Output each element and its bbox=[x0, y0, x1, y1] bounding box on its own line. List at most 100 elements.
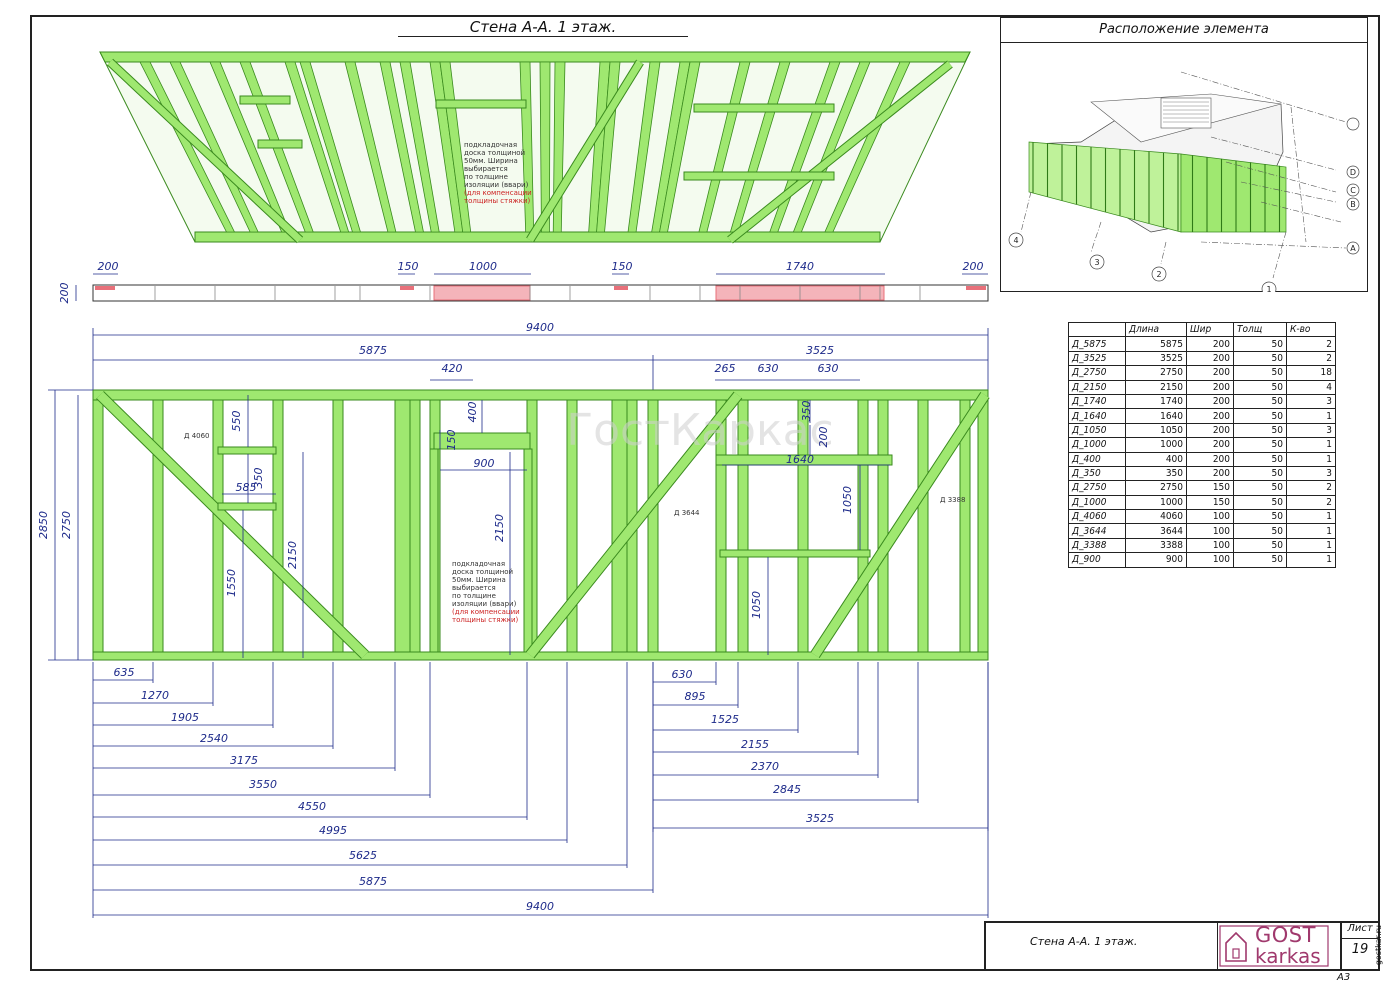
loc-grid-a: A bbox=[1350, 244, 1356, 253]
site-url: gostkar.ru bbox=[1374, 925, 1383, 966]
spec-cell: Д_1740 bbox=[1068, 393, 1126, 410]
bl-dim-3175: 3175 bbox=[230, 754, 258, 767]
stud bbox=[917, 399, 929, 653]
spec-cell: 50 bbox=[1233, 494, 1287, 511]
note-elev-l4: выбирается bbox=[452, 584, 496, 592]
loc-grid-1: 1 bbox=[1266, 285, 1271, 292]
plan-dim-200b: 200 bbox=[963, 260, 984, 273]
spec-cell: 50 bbox=[1233, 451, 1287, 467]
br-dim-3525: 3525 bbox=[806, 812, 834, 825]
stud bbox=[272, 399, 284, 653]
spec-cell: 100 bbox=[1186, 523, 1234, 539]
plan-dim-150a: 150 bbox=[398, 260, 419, 273]
stud bbox=[394, 399, 412, 653]
spec-cell: 200 bbox=[1186, 379, 1234, 395]
spec-cell: 2150 bbox=[1125, 379, 1187, 395]
loc-grid-3: 3 bbox=[1094, 258, 1099, 267]
spec-cell: 200 bbox=[1186, 336, 1234, 352]
br-dim-1525: 1525 bbox=[711, 713, 739, 726]
note-elev-l1: подкладочная bbox=[452, 560, 505, 568]
spec-cell: 1 bbox=[1286, 552, 1336, 568]
spec-cell: 1050 bbox=[1125, 422, 1187, 439]
stud-3d bbox=[539, 61, 551, 233]
dim-200: 200 bbox=[817, 427, 830, 448]
loc-grid-2: 2 bbox=[1156, 270, 1161, 279]
spec-cell: 2 bbox=[1286, 494, 1336, 511]
stud-3d bbox=[284, 61, 350, 233]
spec-cell: 3 bbox=[1286, 422, 1336, 439]
stud-3d bbox=[824, 61, 911, 233]
spec-cell: 50 bbox=[1233, 480, 1287, 496]
door-jamb bbox=[523, 448, 533, 653]
dim-1050b: 1050 bbox=[750, 591, 763, 619]
dim-150: 150 bbox=[445, 430, 458, 451]
spec-cell: Д_400 bbox=[1068, 451, 1126, 467]
spec-cell: Д_1640 bbox=[1068, 408, 1126, 424]
spec-cell: 1 bbox=[1286, 509, 1336, 525]
br-dim-2155: 2155 bbox=[741, 738, 769, 751]
br-dim-2370: 2370 bbox=[751, 760, 779, 773]
stud bbox=[877, 399, 889, 653]
spec-cell: 200 bbox=[1186, 451, 1234, 467]
spec-cell: Д_3525 bbox=[1068, 350, 1126, 367]
spec-cell: Д_900 bbox=[1068, 552, 1126, 568]
spec-cell: Д_350 bbox=[1068, 465, 1126, 482]
spec-cell: 50 bbox=[1233, 379, 1287, 395]
location-title: Расположение элемента bbox=[1001, 18, 1367, 43]
bl-dim-9400: 9400 bbox=[526, 900, 554, 913]
loc-grid-4: 4 bbox=[1013, 236, 1018, 245]
plan-dim-200a: 200 bbox=[98, 260, 119, 273]
spec-cell: 2 bbox=[1286, 350, 1336, 367]
spec-cell: 5875 bbox=[1125, 336, 1187, 352]
spec-cell: 3525 bbox=[1125, 350, 1187, 367]
bl-dim-5625: 5625 bbox=[349, 849, 377, 862]
dim-height-2750: 2750 bbox=[60, 511, 73, 539]
note-3d-l3: 50мм. Ширина bbox=[464, 157, 518, 165]
note-elev-l3: 50мм. Ширина bbox=[452, 576, 506, 584]
spec-col-thickness: Толщ bbox=[1233, 321, 1287, 338]
bl-dim-4995: 4995 bbox=[319, 824, 347, 837]
bl-dim-4550: 4550 bbox=[298, 800, 326, 813]
location-panel: Расположение элемента bbox=[1000, 17, 1368, 292]
bl-dim-1905: 1905 bbox=[171, 711, 199, 724]
wall-3d-view: подкладочная доска толщиной 50мм. Ширина… bbox=[99, 51, 971, 244]
bl-dim-635: 635 bbox=[114, 666, 135, 679]
spec-cell: Д_3388 bbox=[1068, 537, 1126, 554]
spec-cell: Д_5875 bbox=[1068, 336, 1126, 352]
dim-350b: 350 bbox=[800, 401, 813, 422]
stamp-title: Стена А-А. 1 этаж. bbox=[1030, 935, 1138, 948]
stud bbox=[857, 399, 869, 653]
spec-cell: 1740 bbox=[1125, 393, 1187, 410]
note-elev-l6: изоляции (ввари) bbox=[452, 600, 517, 608]
spec-cell: 3 bbox=[1286, 393, 1336, 410]
wall-elevation bbox=[92, 389, 990, 661]
stud bbox=[332, 399, 344, 653]
bl-dim-1270: 1270 bbox=[141, 689, 169, 702]
dim-1550: 1550 bbox=[225, 569, 238, 597]
spec-cell: 200 bbox=[1186, 408, 1234, 424]
plan-dim-1740: 1740 bbox=[786, 260, 814, 273]
spec-cell: 50 bbox=[1233, 408, 1287, 424]
stud-3d bbox=[627, 61, 661, 233]
spec-cell: 100 bbox=[1186, 537, 1234, 554]
brace-label-3644: Д 3644 bbox=[674, 509, 700, 517]
stud-3d bbox=[299, 61, 362, 233]
door-jamb bbox=[429, 448, 439, 653]
dim-left-top: 5875 bbox=[359, 344, 387, 357]
loc-grid-d: D bbox=[1350, 168, 1356, 177]
bl-dim-2540: 2540 bbox=[200, 732, 228, 745]
note-3d-l6: изоляции (ввари) bbox=[464, 181, 529, 189]
gost-karkas-logo bbox=[1219, 925, 1329, 967]
spec-cell: 2750 bbox=[1125, 365, 1187, 381]
dim-2150a: 2150 bbox=[286, 541, 299, 569]
spec-cell: 2 bbox=[1286, 480, 1336, 496]
